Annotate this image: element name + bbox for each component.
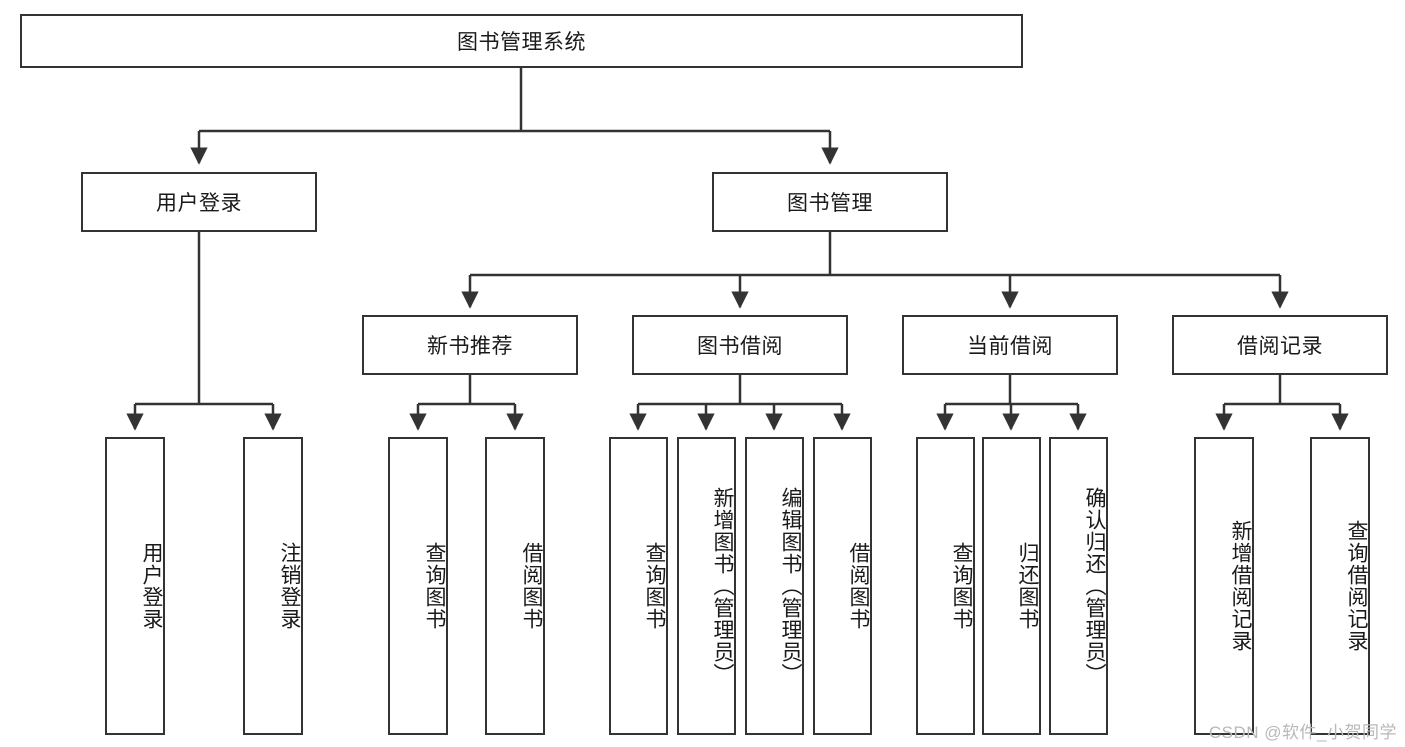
node-label: 新增图书（管理员） [711,487,734,685]
node-label: 借阅记录 [1237,335,1323,358]
leaf-new-book-query-books[interactable]: 查询图书 [388,437,448,735]
node-label: 用户登录 [140,542,163,630]
node-label: 借阅图书 [520,542,543,630]
node-book-borrow[interactable]: 图书借阅 [632,315,848,375]
node-label: 图书管理系统 [457,31,586,54]
leaf-borrow-record-add-record[interactable]: 新增借阅记录 [1194,437,1254,735]
node-label: 当前借阅 [967,335,1053,358]
leaf-borrow-record-query-record[interactable]: 查询借阅记录 [1310,437,1370,735]
leaf-book-borrow-add-book-admin[interactable]: 新增图书（管理员） [677,437,736,735]
node-label: 注销登录 [278,542,301,630]
leaf-current-borrow-confirm-return-admin[interactable]: 确认归还（管理员） [1049,437,1108,735]
node-label: 查询借阅记录 [1345,520,1368,652]
node-user-login[interactable]: 用户登录 [81,172,317,232]
node-label: 归还图书 [1016,542,1039,630]
leaf-user-login-logout[interactable]: 注销登录 [243,437,303,735]
node-label: 用户登录 [156,192,242,215]
node-root-book-management-system[interactable]: 图书管理系统 [20,14,1023,68]
node-label: 确认归还（管理员） [1083,487,1106,685]
leaf-current-borrow-query-books[interactable]: 查询图书 [916,437,975,735]
node-label: 查询图书 [423,542,446,630]
node-label: 图书借阅 [697,335,783,358]
node-label: 编辑图书（管理员） [779,487,802,685]
leaf-book-borrow-query-books[interactable]: 查询图书 [609,437,668,735]
node-label: 新增借阅记录 [1229,520,1252,652]
node-label: 借阅图书 [847,542,870,630]
node-label: 图书管理 [787,192,873,215]
leaf-book-borrow-borrow-books[interactable]: 借阅图书 [813,437,872,735]
node-label: 查询图书 [950,542,973,630]
watermark: CSDN @软件_小贺同学 [1208,723,1397,742]
node-label: 新书推荐 [427,335,513,358]
leaf-current-borrow-return-books[interactable]: 归还图书 [982,437,1041,735]
node-new-book-recommend[interactable]: 新书推荐 [362,315,578,375]
node-current-borrow[interactable]: 当前借阅 [902,315,1118,375]
leaf-new-book-borrow-books[interactable]: 借阅图书 [485,437,545,735]
leaf-user-login-login[interactable]: 用户登录 [105,437,165,735]
leaf-book-borrow-edit-book-admin[interactable]: 编辑图书（管理员） [745,437,804,735]
node-book-management[interactable]: 图书管理 [712,172,948,232]
node-borrow-record[interactable]: 借阅记录 [1172,315,1388,375]
node-label: 查询图书 [643,542,666,630]
